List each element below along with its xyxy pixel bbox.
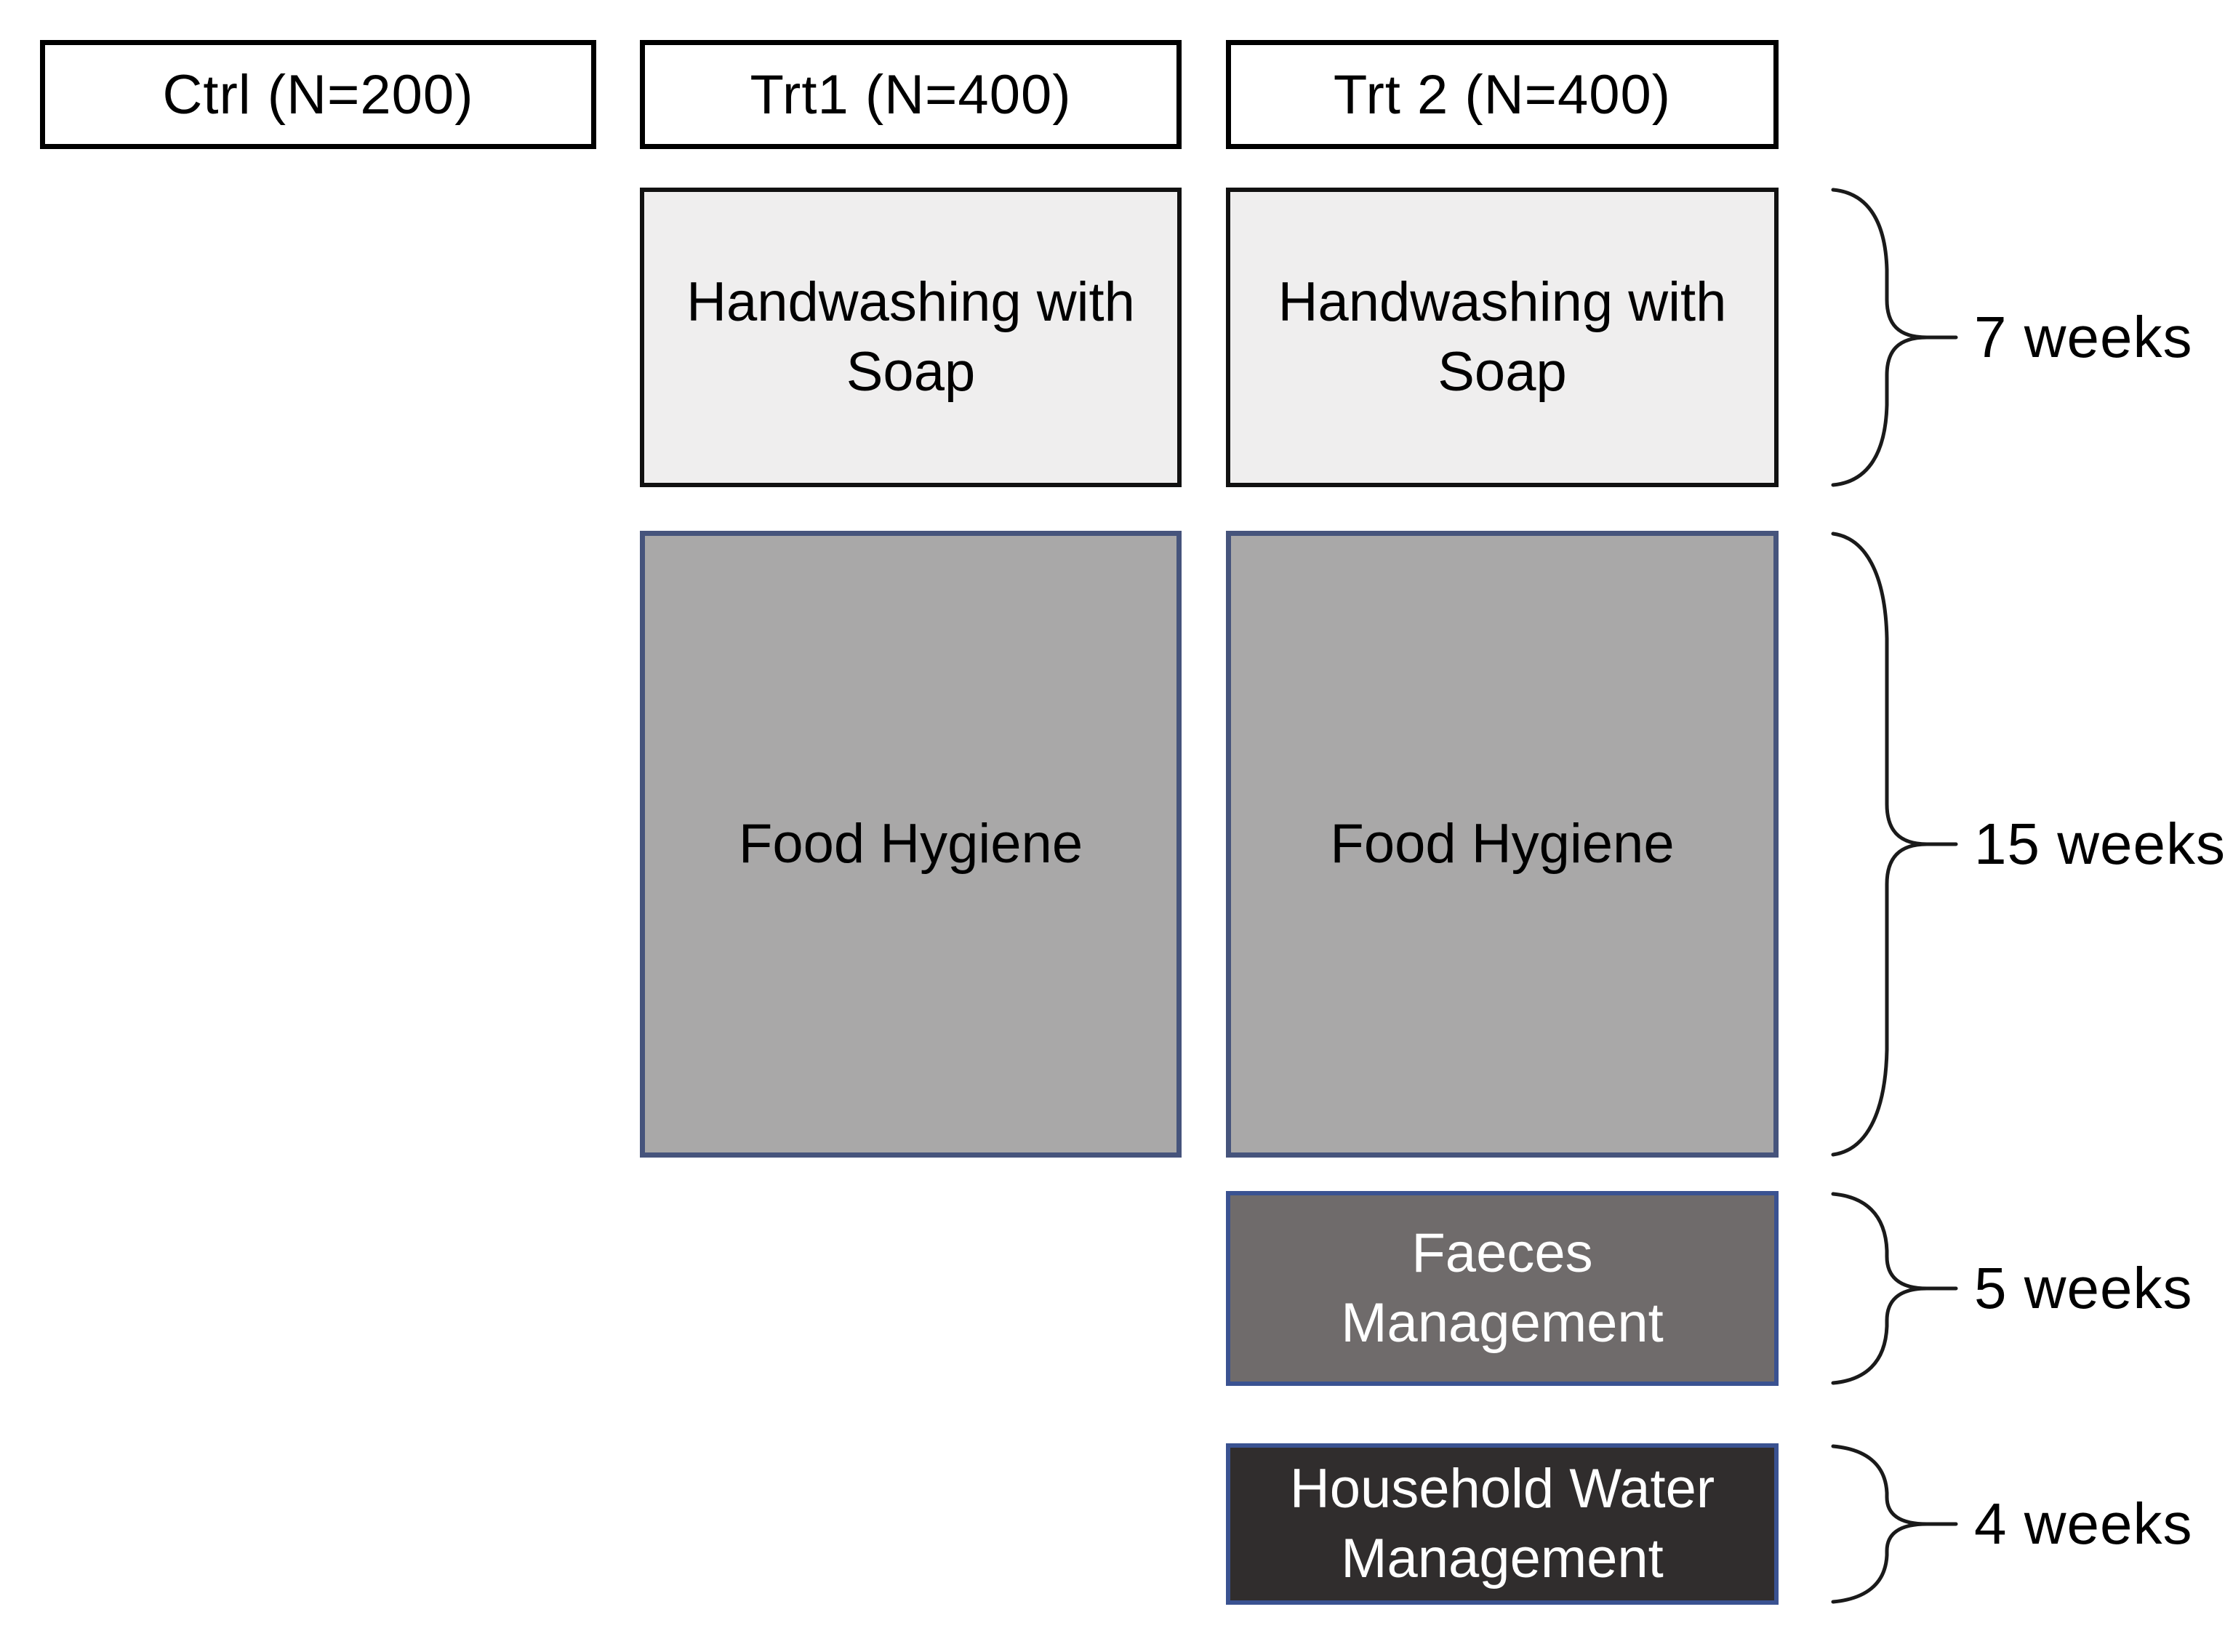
arm-header-label: Trt1 (N=400) bbox=[750, 63, 1072, 126]
curly-brace-15-weeks bbox=[1831, 532, 1958, 1157]
duration-label-15-weeks: 15 weeks bbox=[1974, 811, 2225, 876]
intervention-box-household-water-management-trt2: Household Water Management bbox=[1226, 1443, 1779, 1605]
curly-brace-4-weeks bbox=[1831, 1444, 1958, 1604]
arm-header-trt1: Trt1 (N=400) bbox=[640, 40, 1182, 149]
arm-header-ctrl: Ctrl (N=200) bbox=[40, 40, 596, 149]
intervention-box-food-hygiene-trt1: Food Hygiene bbox=[640, 531, 1182, 1158]
arm-header-trt2: Trt 2 (N=400) bbox=[1226, 40, 1779, 149]
intervention-box-faeces-management-trt2: Faeces Management bbox=[1226, 1191, 1779, 1386]
arm-header-label: Ctrl (N=200) bbox=[162, 63, 474, 126]
duration-label-7-weeks: 7 weeks bbox=[1974, 305, 2193, 369]
intervention-box-handwashing-trt2: Handwashing with Soap bbox=[1226, 188, 1779, 487]
intervention-label: Food Hygiene bbox=[738, 813, 1083, 875]
intervention-label: Handwashing with Soap bbox=[1278, 271, 1727, 403]
intervention-label: Food Hygiene bbox=[1330, 813, 1675, 875]
arm-header-label: Trt 2 (N=400) bbox=[1333, 63, 1672, 126]
duration-label-5-weeks: 5 weeks bbox=[1974, 1256, 2193, 1320]
intervention-label: Handwashing with Soap bbox=[686, 271, 1135, 403]
curly-brace-7-weeks bbox=[1831, 188, 1958, 487]
duration-label-4-weeks: 4 weeks bbox=[1974, 1491, 2193, 1556]
curly-brace-5-weeks bbox=[1831, 1192, 1958, 1385]
intervention-label: Faeces Management bbox=[1341, 1222, 1664, 1354]
intervention-label: Household Water Management bbox=[1289, 1458, 1715, 1589]
intervention-box-handwashing-trt1: Handwashing with Soap bbox=[640, 188, 1182, 487]
intervention-box-food-hygiene-trt2: Food Hygiene bbox=[1226, 531, 1779, 1158]
